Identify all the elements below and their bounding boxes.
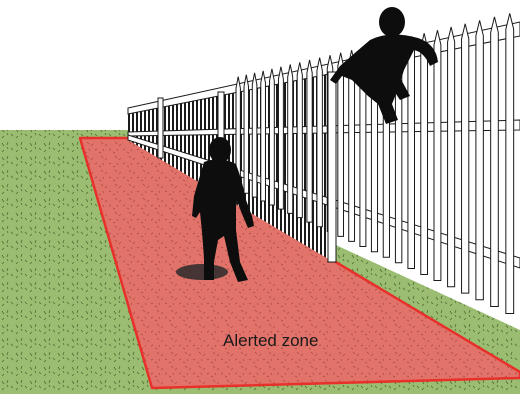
fence-picket — [261, 71, 266, 201]
fence-picket — [317, 58, 322, 227]
fence-picket — [462, 24, 469, 293]
fence-picket — [476, 20, 483, 299]
fence-picket — [288, 65, 293, 214]
fence-picket — [244, 75, 248, 194]
fence-picket — [307, 60, 312, 222]
fence-picket — [408, 36, 415, 268]
fence-picket — [434, 30, 441, 280]
fence-picket — [421, 33, 428, 274]
fence-picket — [448, 27, 455, 287]
fence-picket — [278, 67, 283, 209]
fence-picket — [506, 13, 514, 313]
fence-picket — [491, 17, 499, 307]
fence-picket — [270, 69, 275, 205]
alerted-zone-label: Alerted zone — [223, 331, 318, 351]
fence-picket — [297, 62, 302, 217]
fence-picket — [252, 73, 257, 197]
